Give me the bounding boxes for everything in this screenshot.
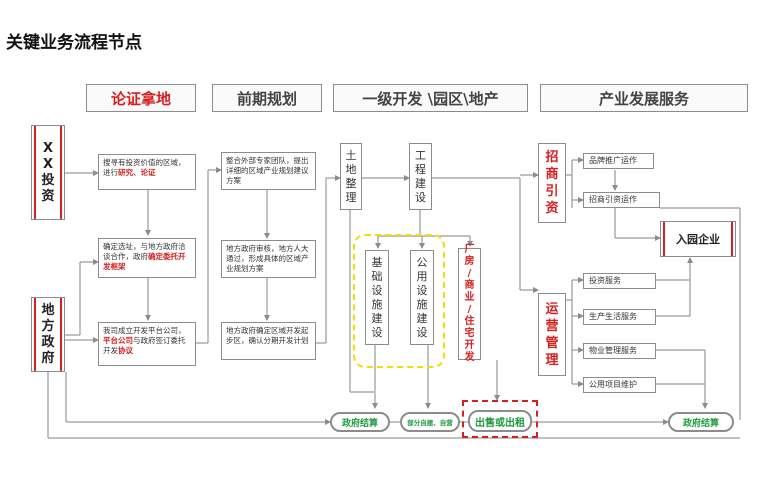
invite-investment-box: 招商引资运作: [583, 192, 660, 208]
step-research-text: 搜寻有投资价值的区域，进行: [103, 158, 186, 177]
eng-char-3: 建: [415, 176, 426, 190]
page-title: 关键业务流程节点: [6, 33, 142, 53]
basic-char-4: 施: [371, 297, 383, 311]
public-char-1: 公: [416, 255, 428, 269]
step-start-zone-box: 地方政府确定区域开发起步区，确认分期开发计划: [221, 322, 316, 360]
header-primary-development: 一级开发 \园区\地产: [333, 84, 528, 112]
entering-enterprise-box: 入园企业: [660, 221, 736, 257]
brand-promotion-box: 品牌推广运作: [583, 153, 654, 169]
step-research-box: 搜寻有投资价值的区域，进行研究、论证: [98, 154, 196, 190]
land-char-4: 理: [345, 190, 357, 204]
basic-infrastructure-box: 基 础 设 施 建 设: [365, 250, 389, 345]
land-preparation-box: 土 地 整 理: [340, 143, 362, 210]
step-platform-text-1: 我司成立开发平台公司，: [103, 326, 186, 335]
public-char-6: 设: [416, 325, 428, 339]
estate-char-9: 开: [464, 340, 475, 351]
land-char-2: 地: [345, 162, 357, 176]
step-platform-text-2: 与政府签订委托开发: [103, 336, 186, 355]
actor-investor-char-4: 资: [41, 188, 55, 204]
step-platform-highlight-2: 协议: [118, 346, 133, 355]
estate-char-10: 发: [464, 352, 475, 363]
header-early-planning: 前期规划: [212, 84, 322, 112]
estate-char-2: 房: [464, 256, 475, 267]
operate-char-1: 运: [545, 301, 559, 317]
recruit-char-1: 招: [545, 150, 559, 165]
estate-char-3: /: [467, 268, 472, 279]
estate-char-7: 住: [464, 316, 475, 327]
public-facility-box: 公 用 设 施 建 设: [410, 250, 434, 345]
basic-char-5: 建: [371, 311, 383, 325]
sell-or-rent-pill: 出售或出租: [468, 410, 532, 432]
public-char-4: 施: [416, 297, 428, 311]
self-operated-pill: 部分自建、自营: [400, 412, 460, 432]
step-site-highlight-2: 定委托开发框架: [103, 252, 186, 271]
step-site-text: 确定选址，与地方政府洽谈合作，政府: [103, 242, 186, 261]
land-char-1: 土: [345, 148, 357, 162]
estate-char-1: 厂: [464, 244, 475, 255]
public-char-5: 建: [416, 311, 428, 325]
actor-gov-char-4: 府: [41, 350, 55, 366]
step-platform-highlight-1: 平台公司: [103, 336, 133, 345]
actor-investor-char-2: X: [42, 156, 54, 172]
eng-char-1: 工: [415, 148, 426, 162]
investment-attraction-box: 招 商 引 资: [538, 143, 566, 223]
investment-service-box: 投资服务: [583, 273, 656, 289]
public-char-2: 用: [416, 269, 428, 283]
actor-gov-char-3: 政: [41, 334, 55, 350]
basic-char-1: 基: [371, 255, 383, 269]
recruit-char-4: 资: [545, 201, 559, 216]
operate-char-3: 管: [545, 335, 559, 351]
engineering-construction-box: 工 程 建 设: [409, 143, 432, 210]
estate-char-8: 宅: [464, 328, 475, 339]
sell-rent-highlight-frame: [462, 400, 538, 438]
step-expert-team-box: 整合外部专家团队，提出详细的区域产业规划建议方案: [221, 152, 316, 190]
estate-char-5: 业: [464, 292, 475, 303]
recruit-char-2: 商: [545, 167, 559, 182]
real-estate-development-box: 厂 房 / 商 业 / 住 宅 开 发: [458, 244, 481, 363]
step-research-highlight: 研究、论证: [118, 168, 156, 177]
actor-gov-char-1: 地: [41, 302, 55, 318]
property-management-box: 物业管理服务: [583, 343, 656, 359]
eng-char-4: 设: [415, 190, 426, 204]
step-site-selection-box: 确定选址，与地方政府洽谈合作，政府确定委托开发框架: [98, 238, 196, 278]
operation-management-box: 运 营 管 理: [538, 293, 566, 376]
header-industry-service: 产业发展服务: [540, 84, 748, 112]
basic-char-3: 设: [371, 283, 383, 297]
basic-char-6: 设: [371, 325, 383, 339]
actor-gov-char-2: 方: [41, 318, 55, 334]
public-maintenance-box: 公用项目维护: [583, 377, 656, 393]
land-char-3: 整: [345, 176, 357, 190]
actor-local-government: 地 方 政 府: [31, 297, 65, 372]
basic-char-2: 础: [371, 269, 383, 283]
infrastructure-highlight-frame: [353, 234, 445, 368]
header-argue-land: 论证拿地: [86, 84, 196, 112]
actor-investor-char-3: 投: [41, 172, 55, 188]
public-char-3: 设: [416, 283, 428, 297]
step-platform-company-box: 我司成立开发平台公司，平台公司与政府签订委托开发协议: [98, 322, 196, 366]
gov-settlement-pill-1: 政府结算: [330, 412, 390, 432]
recruit-char-3: 引: [545, 184, 559, 199]
step-site-highlight-1: 确: [148, 252, 156, 261]
estate-char-4: 商: [464, 280, 475, 291]
actor-investor: X X 投 资: [31, 125, 65, 220]
actor-investor-char-1: X: [42, 140, 54, 156]
operate-char-4: 理: [545, 352, 559, 368]
estate-char-6: /: [467, 304, 472, 315]
operate-char-2: 营: [545, 318, 559, 334]
step-gov-review-box: 地方政府审核，地方人大通过，形成具体的区域产业规划方案: [221, 240, 316, 278]
production-life-service-box: 生产生活服务: [583, 309, 656, 325]
entering-enterprise-label: 入园企业: [676, 233, 720, 246]
eng-char-2: 程: [415, 162, 426, 176]
gov-settlement-pill-2: 政府结算: [668, 412, 734, 432]
